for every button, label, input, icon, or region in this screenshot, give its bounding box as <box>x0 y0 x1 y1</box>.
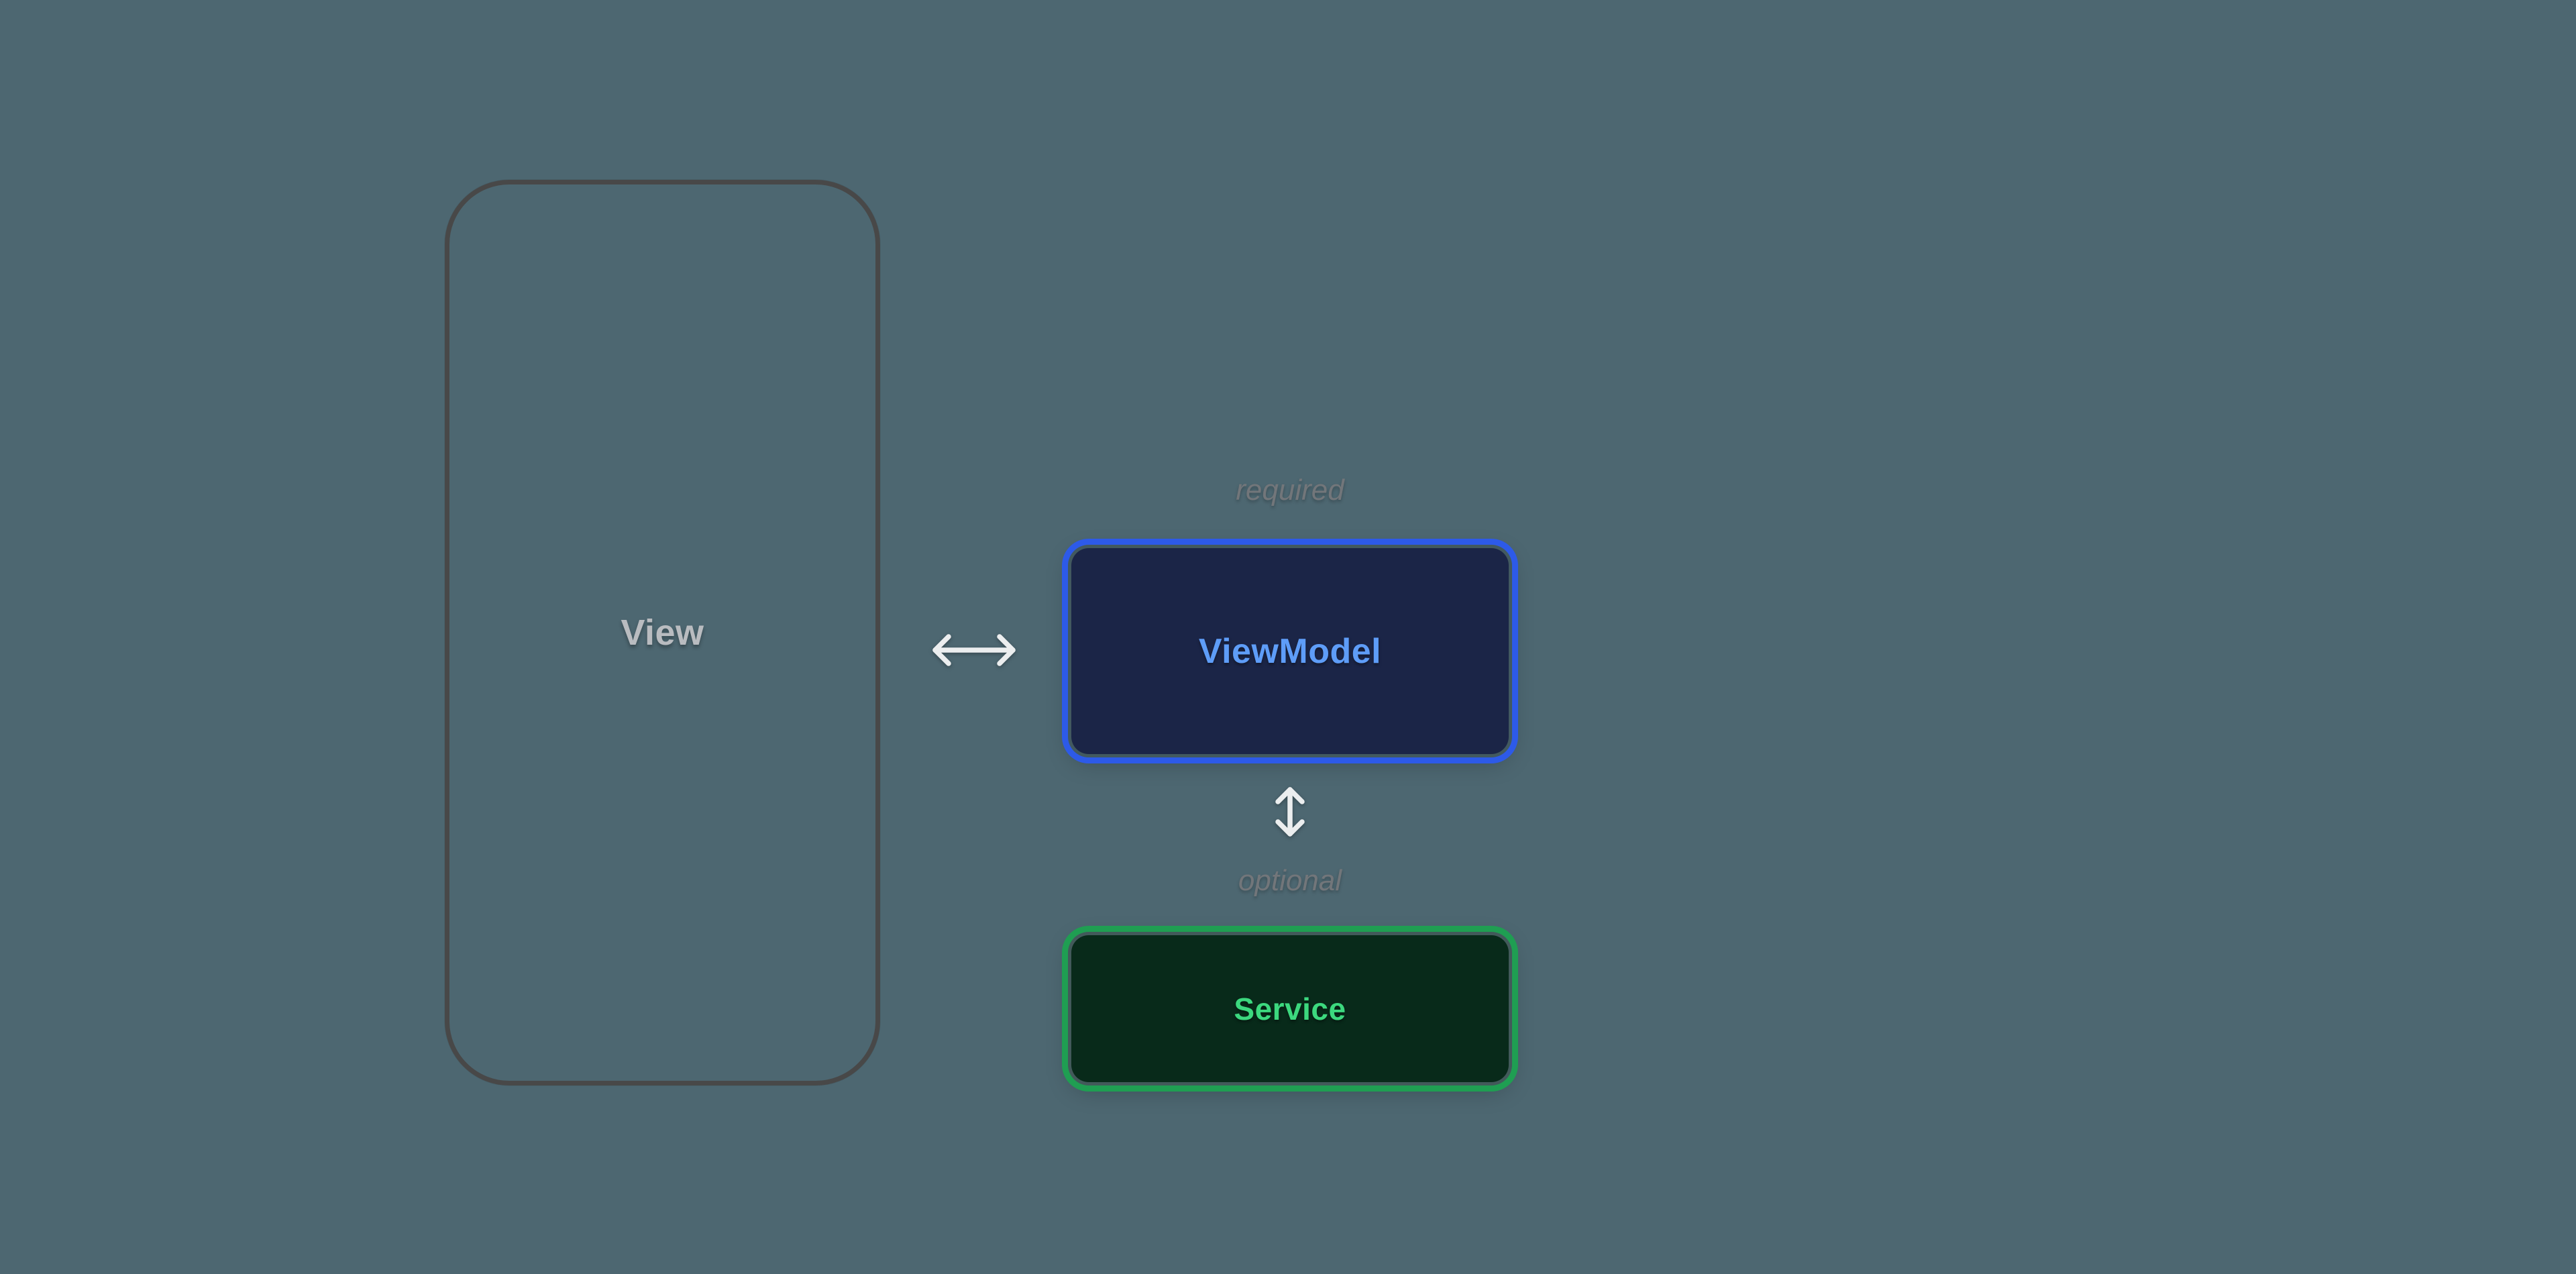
optional-annotation: optional <box>1238 864 1342 897</box>
view-node-label: View <box>621 613 704 653</box>
service-node: Service <box>1071 935 1509 1082</box>
service-node-label: Service <box>1234 991 1346 1026</box>
viewmodel-node: ViewModel <box>1071 548 1509 754</box>
required-annotation: required <box>1236 474 1344 507</box>
bidirectional-horizontal-arrow-icon <box>932 634 1016 666</box>
view-node: View <box>445 180 880 1085</box>
bidirectional-vertical-arrow-icon <box>1275 787 1305 837</box>
viewmodel-node-label: ViewModel <box>1198 631 1382 671</box>
